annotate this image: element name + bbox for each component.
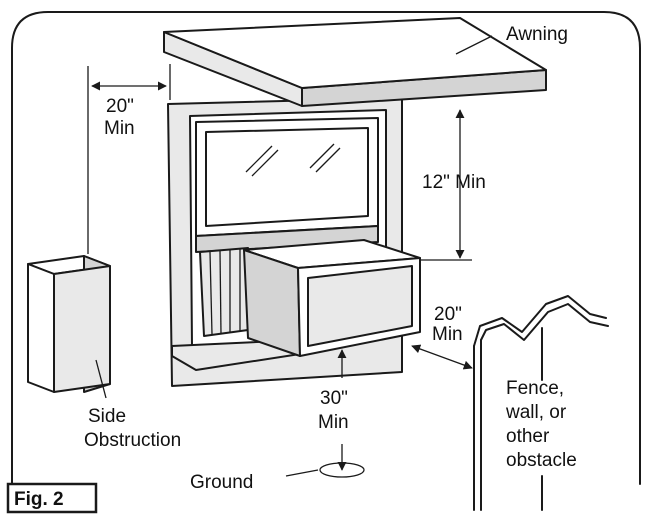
awning <box>163 17 547 107</box>
rear-clearance-value: 20" <box>434 304 462 325</box>
window-frame <box>167 97 403 387</box>
side-obstruction-box <box>27 255 111 393</box>
figure-caption-box <box>6 482 98 514</box>
ground-clearance-value: 30" <box>320 388 348 409</box>
figure-caption: Fig. 2 <box>14 489 64 510</box>
ground-marker <box>319 462 365 478</box>
fence-label-line4: obstacle <box>506 450 577 471</box>
side-obstruction-label-line1: Side <box>88 406 126 427</box>
awning-label: Awning <box>506 24 568 45</box>
fence-label-line1: Fence, <box>506 378 564 399</box>
rear-clearance-arrow <box>411 344 473 370</box>
side-obstruction-label-line2: Obstruction <box>84 430 181 451</box>
fence-label-line3: other <box>506 426 550 447</box>
ground-clearance-min: Min <box>318 412 349 433</box>
top-clearance-label: 12" Min <box>422 172 486 193</box>
fence-label-line2: wall, or <box>505 402 567 423</box>
side-clearance-min: Min <box>104 118 135 139</box>
diagram-frame <box>11 11 641 485</box>
ground-label: Ground <box>190 472 253 493</box>
fence-obstacle <box>473 295 609 511</box>
air-conditioner <box>243 239 421 357</box>
rear-clearance-min: Min <box>432 324 463 345</box>
side-clearance-value: 20" <box>106 96 134 117</box>
